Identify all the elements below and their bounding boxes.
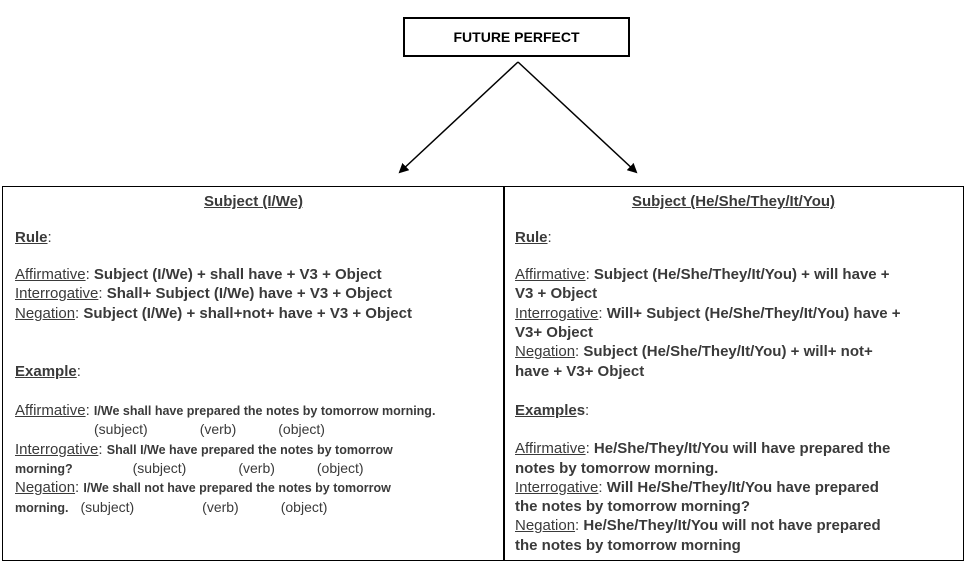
negation-rule-line: Negation: Subject (I/We) + shall+not+ ha… <box>15 305 412 322</box>
example-interrogative-line: Interrogative: Will He/She/They/It/You h… <box>515 479 879 496</box>
examples-heading: Examples: <box>515 402 590 419</box>
affirmative-rule-line-2: V3 + Object <box>515 285 598 302</box>
affirmative-rule-line: Affirmative: Subject (He/She/They/It/You… <box>515 266 890 283</box>
interrogative-rule-line: Interrogative: Shall+ Subject (I/We) hav… <box>15 285 392 302</box>
rule-heading: Rule: <box>515 229 552 246</box>
example-affirmative-tags: (subject)(verb)(object) <box>94 421 325 437</box>
interrogative-rule-line-2: V3+ Object <box>515 324 593 341</box>
example-negation-line-2: the notes by tomorrow morning <box>515 537 741 554</box>
arrow-left <box>398 61 519 174</box>
example-affirmative-line: Affirmative: I/We shall have prepared th… <box>15 402 436 419</box>
example-negation-line-2: morning.(subject)(verb)(object) <box>15 499 328 515</box>
example-negation-line: Negation: I/We shall not have prepared t… <box>15 479 391 496</box>
example-interrogative-line-2: the notes by tomorrow morning? <box>515 498 750 515</box>
panel-i-we: Subject (I/We) Rule: Affirmative: Subjec… <box>2 186 505 561</box>
example-interrogative-line: Interrogative: Shall I/We have prepared … <box>15 441 393 458</box>
example-heading: Example: <box>15 363 81 380</box>
rule-heading: Rule: <box>15 229 52 246</box>
panel-heading: Subject (I/We) <box>204 193 303 210</box>
panel-heading: Subject (He/She/They/It/You) <box>631 193 836 210</box>
interrogative-rule-line: Interrogative: Will+ Subject (He/She/The… <box>515 305 901 322</box>
negation-rule-line-2: have + V3+ Object <box>515 363 645 380</box>
arrow-right <box>517 61 638 174</box>
example-interrogative-line-2: morning?(subject)(verb)(object) <box>15 460 364 476</box>
affirmative-rule-line: Affirmative: Subject (I/We) + shall have… <box>15 266 382 283</box>
example-negation-line: Negation: He/She/They/It/You will not ha… <box>515 517 881 534</box>
example-affirmative-line-2: notes by tomorrow morning. <box>515 460 719 477</box>
diagram-title: FUTURE PERFECT <box>403 17 630 57</box>
negation-rule-line: Negation: Subject (He/She/They/It/You) +… <box>515 343 873 360</box>
panel-he-she-they-it-you: Subject (He/She/They/It/You) Rule: Affir… <box>503 186 964 561</box>
example-affirmative-line: Affirmative: He/She/They/It/You will hav… <box>515 440 891 457</box>
